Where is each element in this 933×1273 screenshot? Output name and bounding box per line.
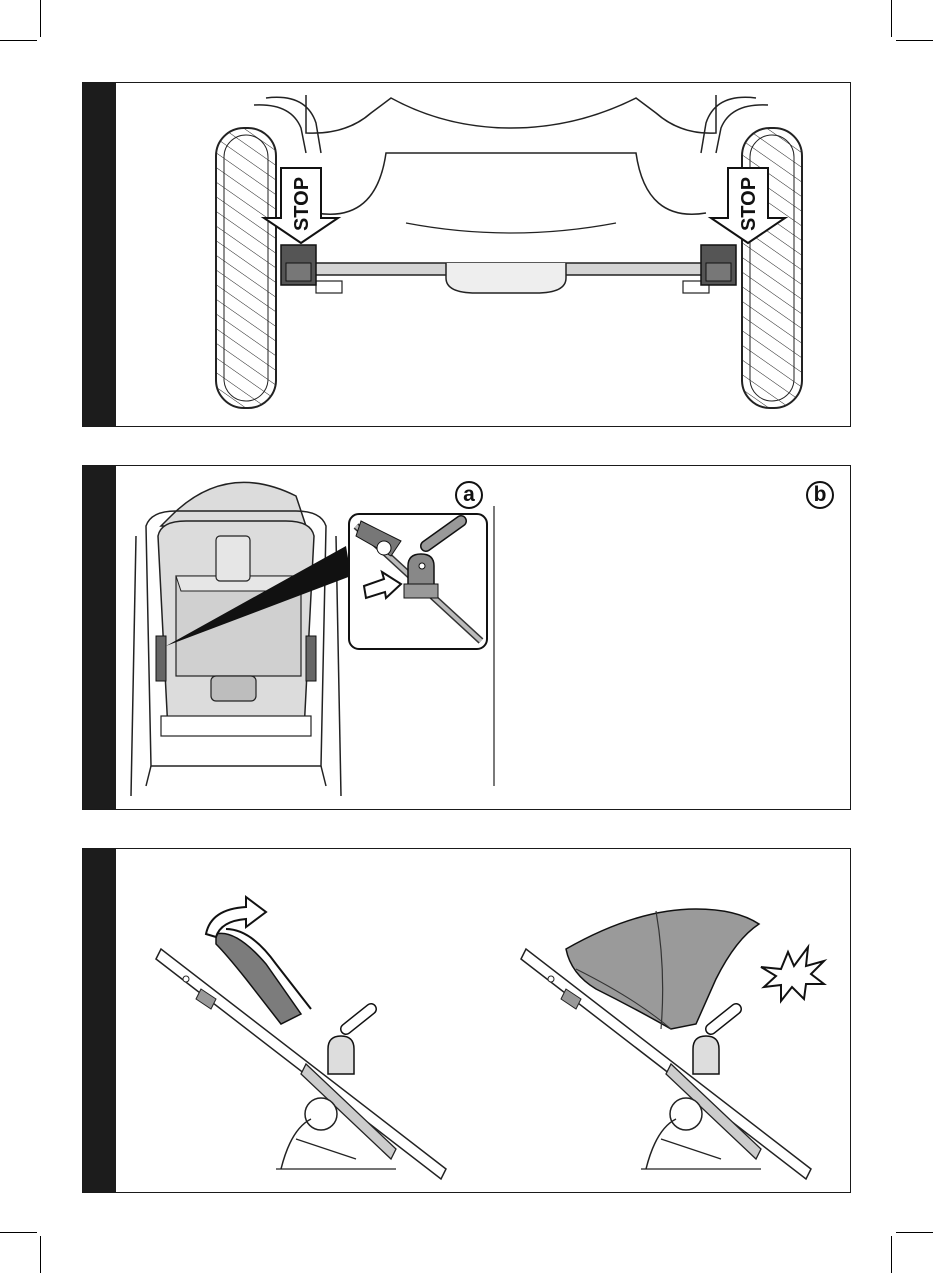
crop-mark <box>40 0 41 37</box>
brake-pedal-right <box>701 245 736 285</box>
step-panel-2: a b <box>82 465 851 810</box>
canopy-attach-illustration <box>116 466 851 810</box>
zoom-inset-a <box>349 514 487 649</box>
step-panel-3 <box>82 848 851 1193</box>
step-tab <box>83 83 116 426</box>
crop-mark <box>891 0 892 37</box>
step-panel-1: STOP STOP <box>82 82 851 427</box>
crop-mark <box>896 1232 933 1233</box>
step-tab <box>83 849 116 1192</box>
crop-mark <box>891 1236 892 1273</box>
sub-label-b: b <box>806 481 834 509</box>
stop-label: STOP <box>738 177 760 231</box>
crop-mark <box>0 40 37 41</box>
click-burst-icon <box>761 947 824 1001</box>
crop-mark <box>896 40 933 41</box>
step-tab <box>83 466 116 809</box>
sub-label-a: a <box>455 481 483 509</box>
stop-label: STOP <box>291 177 313 231</box>
crop-mark <box>40 1236 41 1273</box>
stroller-seat-view <box>131 482 341 796</box>
open-canopy-view <box>521 909 824 1179</box>
brake-pedal-left <box>281 245 316 285</box>
canopy-open-illustration <box>116 849 851 1193</box>
crop-mark <box>0 1232 37 1233</box>
wheel-lock-illustration: STOP STOP <box>116 83 851 427</box>
folded-canopy-view <box>156 897 446 1179</box>
